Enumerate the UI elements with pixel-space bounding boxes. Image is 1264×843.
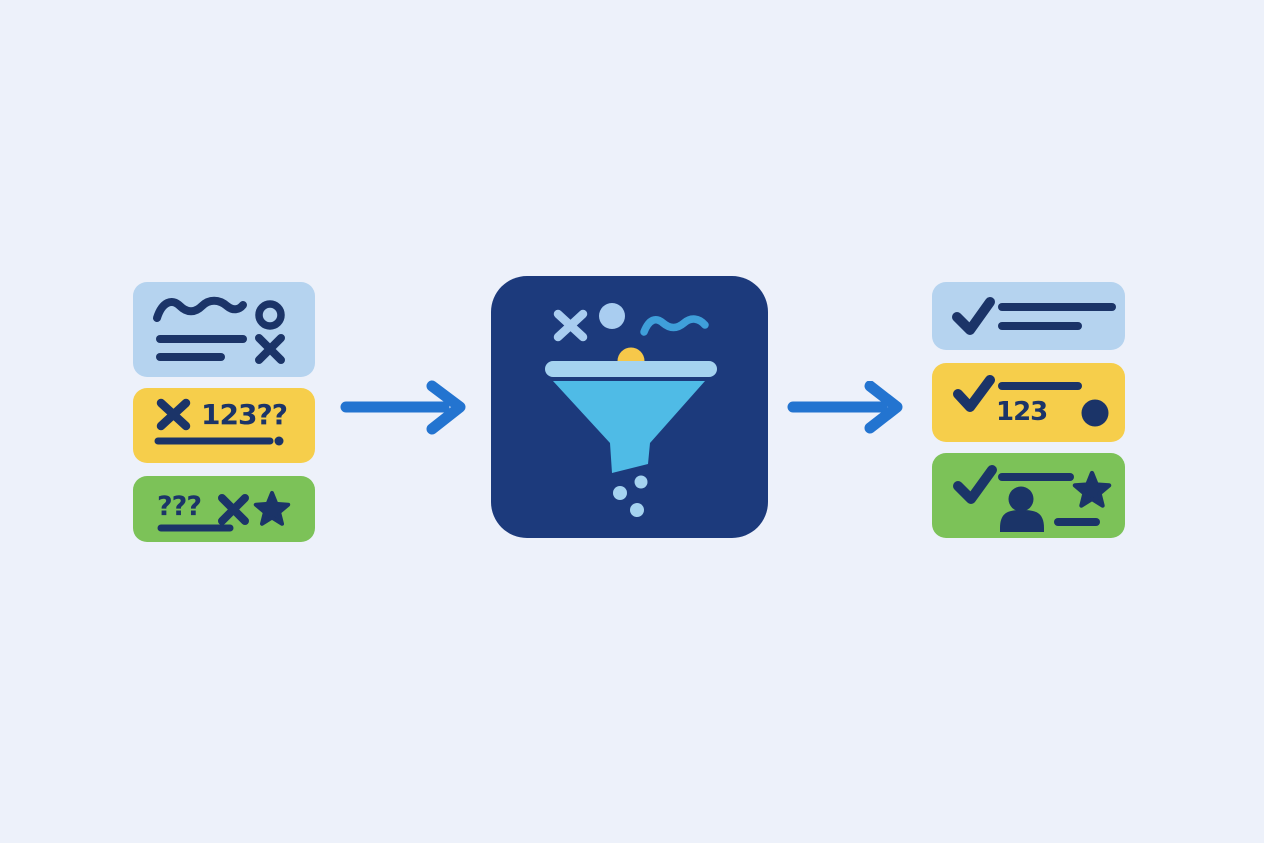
output-card-numbers-text: 123 xyxy=(996,397,1048,427)
output-card-text xyxy=(932,282,1125,350)
circle-outline-icon xyxy=(255,300,285,330)
input-card-numbers-symbols xyxy=(154,398,284,446)
output-card-numbers-symbols xyxy=(953,375,1109,427)
input-card-scribble xyxy=(133,282,315,377)
funnel-bar-icon xyxy=(545,361,717,377)
x-icon xyxy=(156,398,191,431)
output-card-profile-symbols xyxy=(953,465,1112,532)
person-icon xyxy=(1000,486,1044,532)
squiggle-icon xyxy=(153,296,247,322)
x-icon xyxy=(255,334,285,364)
output-card-profile xyxy=(932,453,1125,538)
arrow-input-to-funnel-icon xyxy=(340,380,466,435)
x-icon xyxy=(218,494,249,525)
output-card-numbers: 123 xyxy=(932,363,1125,442)
input-card-mixed: ??? xyxy=(133,476,315,542)
input-card-scribble-symbols xyxy=(153,296,285,364)
x-icon xyxy=(553,309,588,342)
droplet-icon xyxy=(634,475,648,489)
star-icon xyxy=(1072,470,1112,508)
check-icon xyxy=(953,375,995,412)
star-icon xyxy=(253,491,291,526)
funnel-box xyxy=(491,276,768,538)
input-card-numbers: 123?? xyxy=(133,388,315,463)
input-card-numbers-text: 123?? xyxy=(201,398,288,431)
input-card-mixed-symbols xyxy=(157,491,291,532)
dot-icon xyxy=(599,303,625,329)
squiggle-icon xyxy=(640,315,709,336)
dot-icon xyxy=(1081,399,1109,427)
funnel-icon xyxy=(553,381,705,473)
output-card-text-symbols xyxy=(952,297,1116,335)
dot-icon xyxy=(274,436,284,446)
check-icon xyxy=(952,297,995,335)
droplet-icon xyxy=(613,486,627,500)
check-icon xyxy=(953,465,997,504)
input-card-mixed-text: ??? xyxy=(157,491,202,522)
arrow-funnel-to-output-icon xyxy=(787,381,903,434)
droplet-icon xyxy=(630,503,644,517)
funnel-illustration xyxy=(545,303,717,517)
